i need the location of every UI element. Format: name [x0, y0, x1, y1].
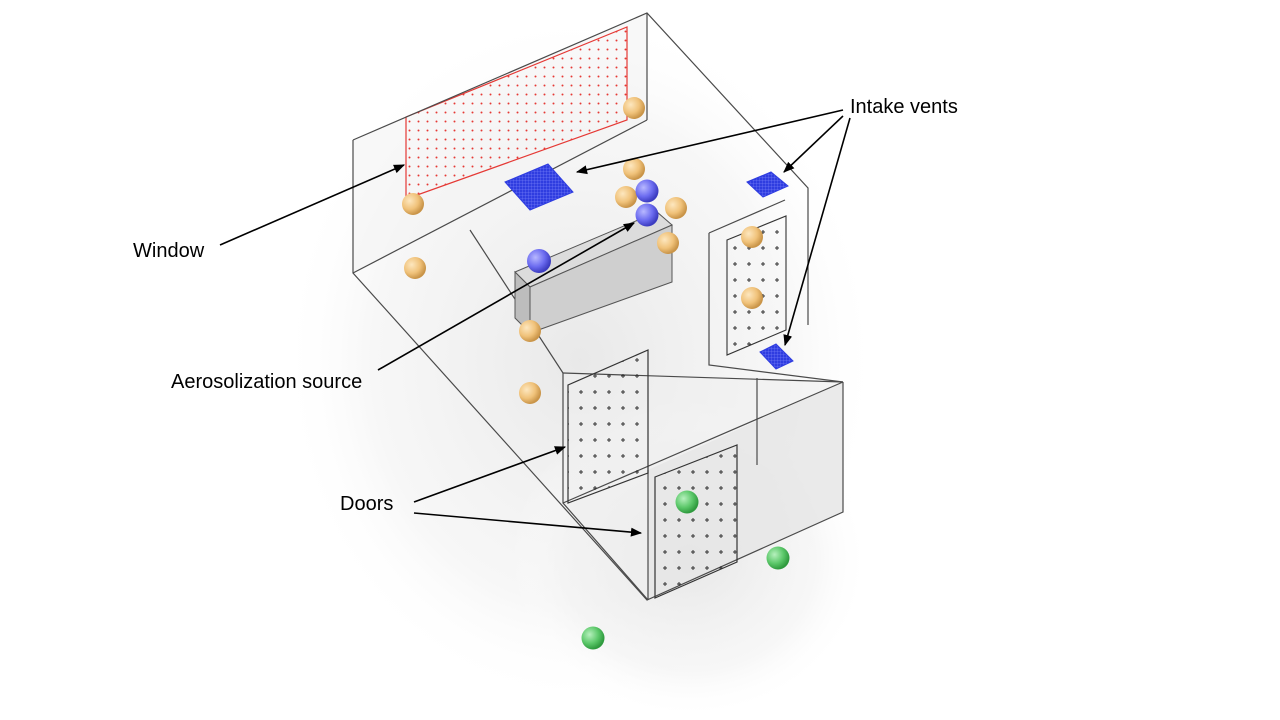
occupant-sphere: [623, 158, 645, 180]
source-sphere: [527, 249, 551, 273]
occupant-sphere: [519, 382, 541, 404]
arrow-intake-right-top: [783, 115, 844, 173]
outside-sphere: [581, 626, 605, 650]
door-front: [654, 444, 738, 599]
occupant-sphere: [657, 232, 679, 254]
occupant-sphere: [519, 320, 541, 342]
occupant-sphere: [404, 257, 426, 279]
aerosolization-source-label: Aerosolization source: [171, 371, 363, 393]
occupants-green: [581, 490, 790, 650]
arrow-door-front: [413, 512, 643, 537]
occupant-sphere: [665, 197, 687, 219]
occupant-sphere: [741, 226, 763, 248]
intake-vent-center: [504, 163, 574, 211]
doors-label: Doors: [340, 493, 394, 515]
door-right: [726, 215, 787, 356]
occupant-sphere: [402, 193, 424, 215]
window-label: Window: [133, 240, 205, 262]
outside-sphere: [766, 546, 790, 570]
arrow-window: [219, 164, 406, 246]
occupants-orange: [402, 97, 763, 404]
occupant-sphere: [615, 186, 637, 208]
intake-vent-right-top: [746, 171, 789, 198]
occupant-sphere: [741, 287, 763, 309]
source-sphere: [635, 203, 659, 227]
intake-vents-label: Intake vents: [850, 96, 958, 118]
outside-sphere: [675, 490, 699, 514]
arrow-intake-right-low: [783, 117, 851, 347]
intake-vent-right-low: [759, 343, 794, 370]
arrow-intake-center: [575, 109, 844, 175]
annotation-arrows: [219, 109, 851, 537]
arrow-door-left: [413, 446, 567, 503]
arrow-aerosolization: [377, 222, 635, 371]
occupants-blue: [527, 179, 659, 273]
occupant-sphere: [623, 97, 645, 119]
source-sphere: [635, 179, 659, 203]
window: [405, 26, 628, 200]
door-left: [567, 349, 649, 504]
